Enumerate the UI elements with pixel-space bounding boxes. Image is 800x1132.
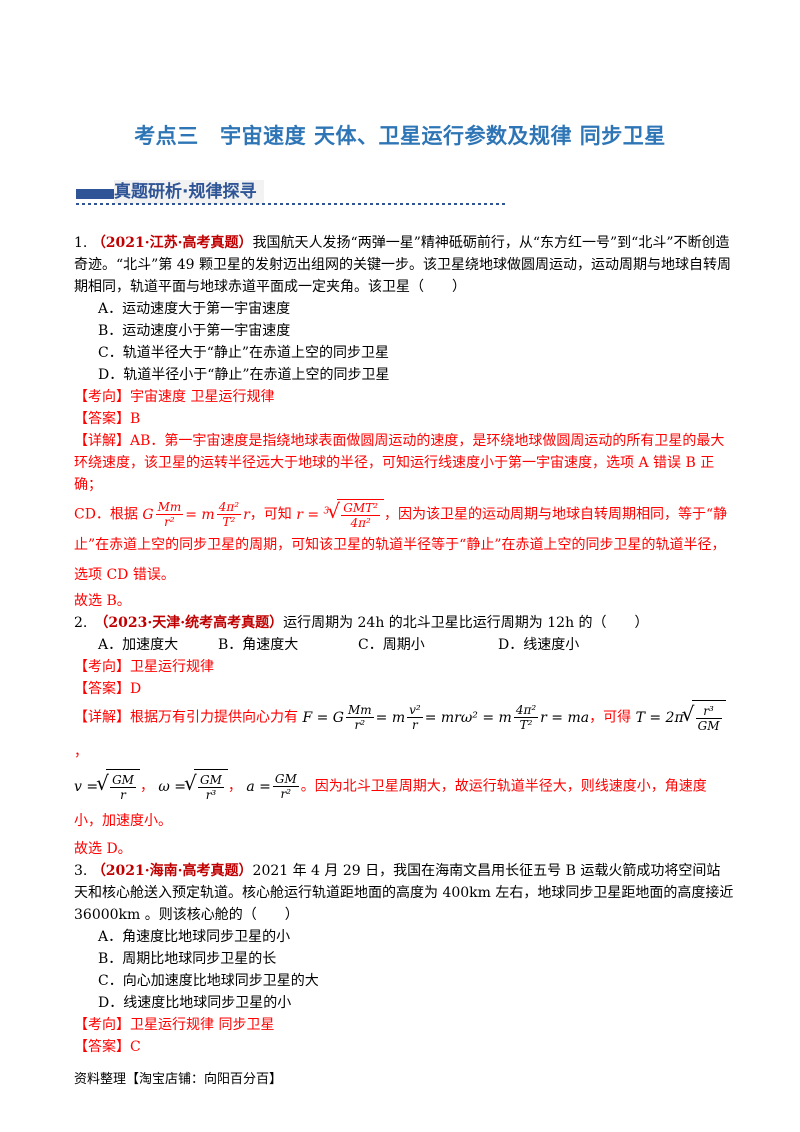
detail-text: ，可得 — [589, 709, 632, 726]
question-text: 运行周期为 24h 的北斗卫星比运行周期为 12h 的（ ） — [283, 615, 649, 632]
detail-text: CD．根据 — [74, 506, 138, 523]
option-c: C．向心加速度比地球同步卫星的大 — [98, 973, 319, 990]
section-underline — [76, 203, 506, 205]
option-b: B．周期比地球同步卫星的长 — [98, 951, 277, 968]
footer-note: 资料整理【淘宝店铺：向阳百分百】 — [74, 1072, 283, 1087]
answer: 【答案】D — [74, 681, 142, 698]
detail-text: 。因为北斗卫星周期大，故运行轨道半径大，则线速度小，角速度小，加速度小。 — [74, 778, 707, 830]
question-text: 2021 年 4 月 29 日，我国在海南文昌用长征五号 B 运载火箭成功将空间… — [74, 863, 734, 924]
option-d: D．线速度小 — [498, 637, 580, 654]
detail-text: 【详解】根据万有引力提供向心力有 — [74, 709, 298, 726]
question-source: （2023·天津·统考高考真题） — [101, 615, 284, 632]
question-3-stem: 3. （2021·海南·高考真题）2021 年 4 月 29 日，我国在海南文昌… — [74, 860, 734, 926]
option-c: C．周期小 — [358, 637, 425, 654]
formula-radius: r = 3GMT²4π² — [296, 496, 384, 530]
option-d: D．轨道半径小于“静止”在赤道上空的同步卫星 — [98, 367, 390, 383]
options-row: A．加速度大 B．角速度大 C．周期小 D．线速度小 — [74, 634, 734, 656]
formula-period: T = 2πr³GM — [636, 697, 726, 733]
detail-ab: 【详解】AB．第一宇宙速度是指绕地球表面做圆周运动的速度，是环绕地球做圆周运动的… — [74, 433, 725, 493]
question-number: 3. — [74, 863, 92, 880]
section-label: 真题研析·规律探寻 — [114, 180, 265, 204]
kaoxiang: 【考向】宇宙速度 卫星运行规律 — [74, 389, 275, 405]
answer: 【答案】B — [74, 411, 141, 427]
option-c: C．轨道半径大于“静止”在赤道上空的同步卫星 — [98, 345, 390, 361]
conclusion: 故选 B。 — [74, 593, 131, 610]
detail-text: ，可知 — [249, 506, 292, 523]
question-2-stem: 2. （2023·天津·统考高考真题）运行周期为 24h 的北斗卫星比运行周期为… — [74, 612, 734, 634]
question-number: 2. — [74, 615, 102, 632]
questions: 1. （2021·江苏·高考真题）我国航天人发扬“两弹一星”精神砥砺前行，从“东… — [74, 232, 734, 1058]
formula-velocity: v =GMr — [74, 766, 140, 802]
section-header: 真题研析·规律探寻 — [76, 180, 506, 206]
option-a: A．角速度比地球同步卫星的小 — [98, 929, 291, 946]
kaoxiang: 【考向】卫星运行规律 同步卫星 — [74, 1017, 275, 1034]
conclusion: 故选 D。 — [74, 841, 132, 858]
kaoxiang: 【考向】卫星运行规律 — [74, 659, 214, 676]
option-b: B．运动速度小于第一宇宙速度 — [98, 323, 291, 339]
question-number: 1. — [74, 235, 92, 251]
page-title: 考点三 宇宙速度 天体、卫星运行参数及规律 同步卫星 — [134, 124, 666, 148]
question-source: （2021·江苏·高考真题） — [91, 235, 253, 251]
question-1-stem: 1. （2021·江苏·高考真题）我国航天人发扬“两弹一星”精神砥砺前行，从“东… — [74, 232, 734, 298]
detail-text: ，因为该卫星的运动周期与地球自转周期相同，等于“静止”在赤道上空的同步卫星的周期… — [74, 506, 728, 584]
option-a: A．加速度大 — [98, 637, 179, 654]
question-source: （2021·海南·高考真题） — [91, 863, 253, 880]
question-text: 我国航天人发扬“两弹一星”精神砥砺前行，从“东方红一号”到“北斗”不断创造奇迹。… — [74, 235, 732, 295]
option-d: D．线速度比地球同步卫星的小 — [98, 995, 292, 1012]
answer: 【答案】C — [74, 1039, 141, 1056]
section-bar — [76, 189, 114, 199]
option-a: A．运动速度大于第一宇宙速度 — [98, 301, 291, 317]
option-b: B．角速度大 — [218, 637, 299, 654]
